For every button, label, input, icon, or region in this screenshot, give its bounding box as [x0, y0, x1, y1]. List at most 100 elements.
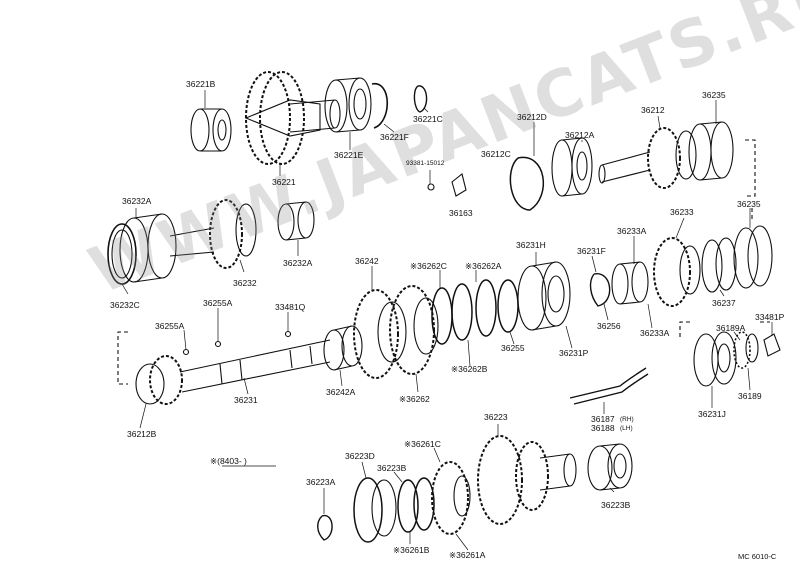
- label-36242: 36242: [355, 256, 379, 266]
- label-36223a: 36223A: [306, 477, 336, 487]
- bearing-36232a: [119, 213, 177, 283]
- label-36232a-right: 36232A: [283, 258, 313, 268]
- label-36223: 36223: [484, 412, 508, 422]
- label-36232a: 36232A: [122, 196, 152, 206]
- gear-36261a: [431, 461, 471, 535]
- label-36231: 36231: [234, 395, 258, 405]
- gear-36212b: [135, 355, 183, 405]
- label-36221c: 36221C: [413, 114, 443, 124]
- bracket-right-bottom: [679, 321, 690, 338]
- label-36255a-1: 36255A: [155, 321, 185, 331]
- label-36261c: ※36261C: [404, 439, 441, 449]
- sync-36237: [701, 237, 737, 293]
- label-36261b: ※36261B: [393, 545, 430, 555]
- label-36232: 36232: [233, 278, 257, 288]
- gear-36189: [733, 331, 759, 369]
- input-shaft-36212: [598, 127, 697, 189]
- label-36262b: ※36262B: [451, 364, 488, 374]
- label-36221f: 36221F: [380, 132, 409, 142]
- label-36212: 36212: [641, 105, 665, 115]
- rings-36223d: [353, 477, 397, 543]
- key-36163: [451, 173, 467, 197]
- ball-36255a-2: [214, 340, 222, 348]
- label-36187: 36187: [591, 414, 615, 424]
- main-shaft-36231: [179, 339, 331, 393]
- label-36187-rh: (RH): [620, 416, 634, 423]
- label-36231f: 36231F: [577, 246, 606, 256]
- label-36188-lh: (LH): [620, 425, 633, 432]
- leader-lines: [121, 90, 773, 551]
- snap-ring-36231f: [589, 273, 611, 307]
- label-36262: ※36262: [399, 394, 430, 404]
- hub-36231h: [517, 261, 571, 331]
- gear-36233: [653, 237, 701, 307]
- gear-36221: [244, 71, 341, 165]
- label-33481q: 33481Q: [275, 302, 306, 312]
- label-36223d: 36223D: [345, 451, 375, 461]
- gear-36262: [389, 285, 439, 375]
- label-36235-right: 36235: [737, 199, 761, 209]
- label-36231h: 36231H: [516, 240, 546, 250]
- gear-36232: [169, 199, 257, 269]
- pin-93381: [427, 183, 435, 191]
- label-36261a: ※36261A: [449, 550, 486, 560]
- ring-36235-right: [733, 225, 773, 289]
- bearing-36232a-right: [277, 201, 315, 241]
- sync-ring-36235-top: [688, 121, 734, 181]
- label-36262a: ※36262A: [465, 261, 502, 271]
- label-36235-top: 36235: [702, 90, 726, 100]
- label-93381-15012: 93381-15012: [406, 160, 445, 167]
- label-36163: 36163: [449, 208, 473, 218]
- label-36231j: 36231J: [698, 409, 726, 419]
- label-36223b-right: 36223B: [601, 500, 631, 510]
- label-36231p: 36231P: [559, 348, 589, 358]
- bearing-36221b: [190, 108, 232, 152]
- production-date-note: ※(8403- ): [210, 456, 247, 466]
- bearing-36233a-group: [611, 261, 649, 305]
- worm-33481p: [763, 333, 781, 357]
- label-36255: 36255: [501, 343, 525, 353]
- snap-ring-36221f: [371, 83, 389, 129]
- ball-36255a: [182, 348, 190, 356]
- ball-33481q: [284, 330, 292, 338]
- label-36255a-2: 36255A: [203, 298, 233, 308]
- label-36188: 36188: [591, 423, 615, 433]
- footer-code: MC 6010-C: [738, 552, 777, 561]
- bearing-36231j: [693, 331, 737, 387]
- label-36221b: 36221B: [186, 79, 216, 89]
- bearing-36221e: [324, 77, 372, 133]
- label-33481p: 33481P: [755, 312, 785, 322]
- ring-36212d: [509, 156, 545, 211]
- label-36233a-bottom: 36233A: [640, 328, 670, 338]
- label-36189a: 36189A: [716, 323, 746, 333]
- label-36212a: 36212A: [565, 130, 595, 140]
- bearing-36242a: [323, 325, 363, 371]
- label-36232c: 36232C: [110, 300, 140, 310]
- label-36223b: 36223B: [377, 463, 407, 473]
- label-36262c: ※36262C: [410, 261, 447, 271]
- label-36233a-top: 36233A: [617, 226, 647, 236]
- label-36189: 36189: [738, 391, 762, 401]
- label-36212b: 36212B: [127, 429, 157, 439]
- label-36221e: 36221E: [334, 150, 364, 160]
- label-36233: 36233: [670, 207, 694, 217]
- bearing-36212a: [551, 137, 593, 197]
- rings-36261b: [397, 477, 435, 533]
- rings-36262c-a-b: [431, 279, 519, 345]
- label-36242a: 36242A: [326, 387, 356, 397]
- snap-ring-36221c: [413, 85, 428, 113]
- bracket-left: [117, 331, 128, 385]
- label-36256: 36256: [597, 321, 621, 331]
- gear-36242: [353, 289, 407, 379]
- cluster-gear-36223: [477, 435, 577, 525]
- label-36237: 36237: [712, 298, 736, 308]
- bearing-36223b-right: [587, 443, 633, 491]
- snap-ring-36223a: [317, 515, 333, 541]
- shift-fork-36187: [569, 367, 649, 405]
- label-36212d: 36212D: [517, 112, 547, 122]
- label-36221: 36221: [272, 177, 296, 187]
- label-36212c: 36212C: [481, 149, 511, 159]
- bracket-right-top: [745, 139, 756, 197]
